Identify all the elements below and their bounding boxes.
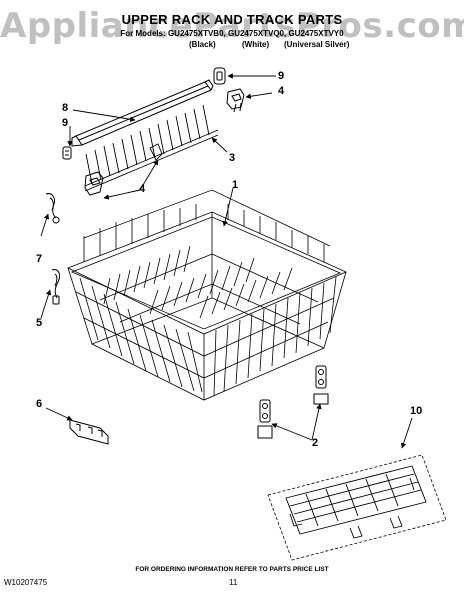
part-wheel-carrier-lower xyxy=(257,399,273,439)
part-tine-row xyxy=(84,104,219,192)
part-adjuster-right xyxy=(226,88,245,113)
part-stop-clip-top xyxy=(213,67,226,85)
page-number: 11 xyxy=(229,578,238,587)
part-wheel-stop xyxy=(51,269,61,305)
document-number: W10207475 xyxy=(4,578,48,587)
callout-9-left: 9 xyxy=(62,117,69,129)
callout-6: 6 xyxy=(36,398,43,410)
callout-9-top: 9 xyxy=(278,70,285,82)
models-line: For Models: GU2475XTVB0, GU2475XTVQ0, GU… xyxy=(120,29,344,38)
callout-3: 3 xyxy=(229,152,236,164)
callout-8: 8 xyxy=(62,102,69,114)
callout-2: 2 xyxy=(312,437,319,449)
callout-4-left: 4 xyxy=(139,183,146,195)
part-wheel-clip xyxy=(45,193,60,224)
callout-7: 7 xyxy=(36,253,43,265)
part-upper-rack xyxy=(67,189,347,401)
part-bracket-left xyxy=(69,419,109,445)
color-label-white: (White) xyxy=(242,40,270,49)
callout-10: 10 xyxy=(410,405,423,417)
part-adjuster-left xyxy=(84,171,104,196)
color-label-universal-silver: (Universal Silver) xyxy=(284,40,350,49)
leader-lines xyxy=(40,73,413,449)
part-10-dashed-box xyxy=(267,454,447,561)
callout-5: 5 xyxy=(36,317,43,329)
diagram-title: UPPER RACK AND TRACK PARTS xyxy=(121,12,343,27)
part-wheel-carrier-upper xyxy=(313,365,329,405)
part-cup-shelf xyxy=(285,465,427,539)
part-end-stop-left xyxy=(62,146,72,160)
callout-1: 1 xyxy=(232,179,239,191)
callout-4-top: 4 xyxy=(278,85,285,97)
ordering-note: FOR ORDERING INFORMATION REFER TO PARTS … xyxy=(135,566,329,573)
watermark: AppliancePartsPros.com xyxy=(0,6,464,46)
color-label-black: (Black) xyxy=(189,40,216,49)
